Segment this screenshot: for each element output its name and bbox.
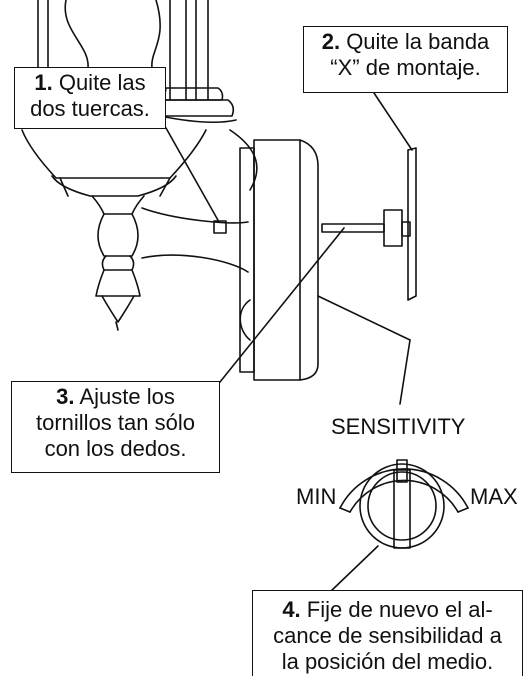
callout-step-1: 1. Quite las dos tuercas. <box>14 67 166 129</box>
finial-drawing <box>91 195 145 331</box>
step-2-text-line1: Quite la banda <box>346 29 490 54</box>
step-4-text-line2: cance de sensibilidad a <box>273 623 502 648</box>
callout-step-3: 3. Ajuste los tornillos tan sólo con los… <box>11 381 220 473</box>
sensor-housing-drawing <box>239 139 319 381</box>
step-1-text-line1: Quite las <box>58 70 146 95</box>
nut-drawing <box>213 220 227 234</box>
callout-step-4: 4. Fije de nuevo el al- cance de sensibi… <box>252 590 523 676</box>
dial-min-label: MIN <box>296 484 337 509</box>
step-1-number: 1. <box>34 70 53 95</box>
callout-step-2: 2. Quite la banda “X” de montaje. <box>303 26 508 93</box>
step-3-number: 3. <box>56 384 75 409</box>
step-3-text-line1: Ajuste los <box>79 384 175 409</box>
mounting-screw-drawing <box>321 209 411 247</box>
step-2-number: 2. <box>321 29 341 54</box>
sensitivity-title: SENSITIVITY <box>331 414 466 439</box>
step-4-text-line3: la posición del medio. <box>281 649 494 674</box>
leader-lines <box>165 92 413 593</box>
lamp-glass-drawing <box>37 0 209 101</box>
step-3-text-line2: tornillos tan sólo <box>36 410 195 435</box>
dial-max-label: MAX <box>470 484 518 509</box>
step-4-number: 4. <box>282 597 301 622</box>
lamp-body-drawing <box>21 129 207 197</box>
mounting-strap-drawing <box>407 147 417 301</box>
step-2-text-line2: “X” de montaje. <box>330 55 481 80</box>
step-3-text-line3: con los dedos. <box>44 436 187 461</box>
step-1-text-line2: dos tuercas. <box>30 96 150 121</box>
sensitivity-dial-drawing <box>339 459 469 549</box>
lamp-cap-drawing <box>157 87 237 124</box>
step-4-text-line1: Fije de nuevo el al- <box>306 597 493 622</box>
